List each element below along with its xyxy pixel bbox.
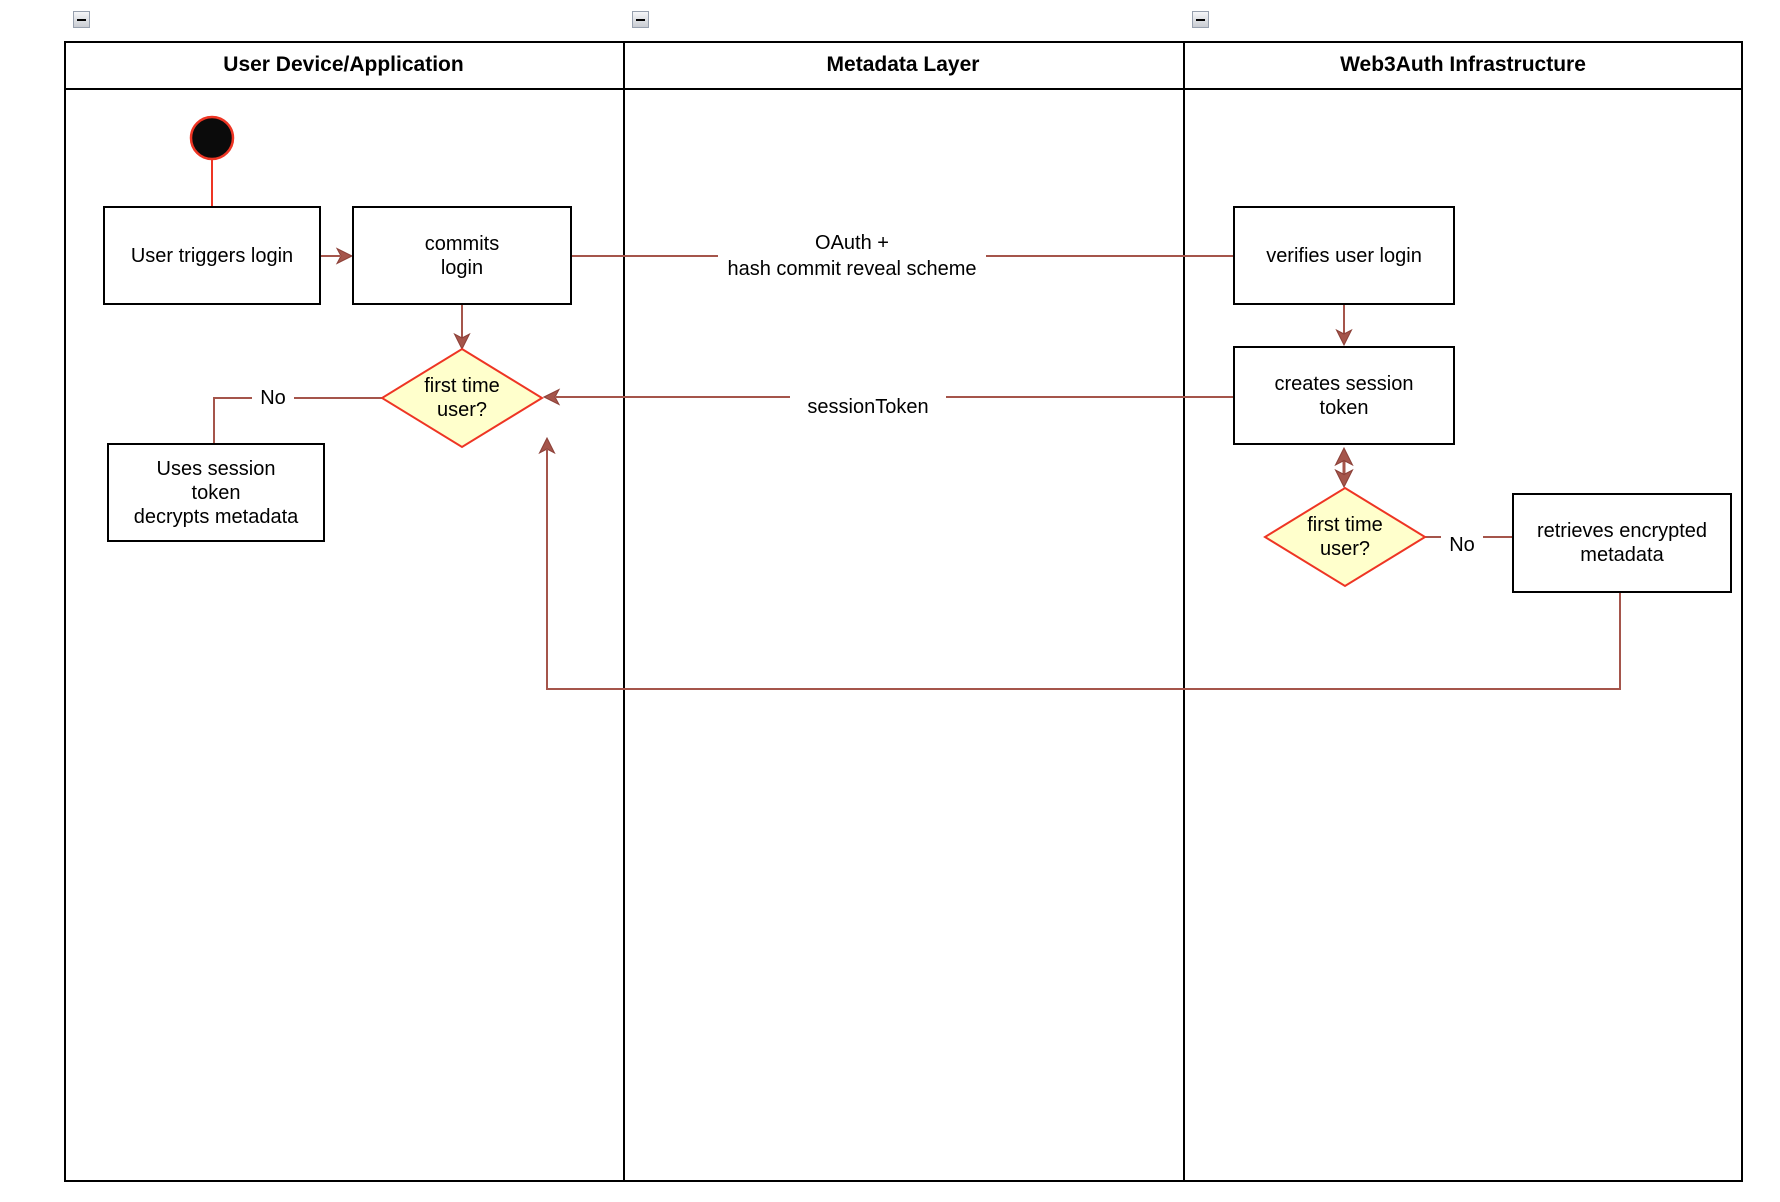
arrowhead-down-icon (1335, 328, 1353, 347)
node-commits-login[interactable]: commits login (352, 206, 572, 305)
lane-divider-1 (623, 41, 625, 1182)
minus-icon (1196, 18, 1205, 21)
lane-title-metadata-layer: Metadata Layer (826, 52, 980, 76)
arrowhead-right-icon (335, 247, 354, 265)
decision-label-first-time-user-right: first time user? (1307, 514, 1383, 560)
edge-retrieves-to-left-decision (546, 450, 1621, 690)
lane-header-user-device: User Device/Application (64, 41, 623, 88)
start-node[interactable] (189, 115, 235, 161)
node-user-triggers-login[interactable]: User triggers login (103, 206, 321, 305)
collapse-lane-button-user-device[interactable] (73, 11, 90, 28)
lane-title-web3auth: Web3Auth Infrastructure (1340, 52, 1586, 76)
arrowhead-up-icon (1334, 446, 1354, 467)
edge-no-to-uses-session-token (213, 397, 382, 443)
decision-first-time-user-right[interactable] (1263, 486, 1427, 588)
decision-first-time-user-left[interactable] (380, 347, 544, 449)
edge-label-sessiontoken: sessionToken (790, 384, 946, 420)
arrowhead-left-icon (542, 388, 561, 406)
collapse-lane-button-web3auth[interactable] (1192, 11, 1209, 28)
decision-label-first-time-user-left: first time user? (424, 375, 500, 421)
arrowhead-down-icon (1334, 468, 1354, 489)
lane-header-web3auth: Web3Auth Infrastructure (1183, 41, 1743, 88)
lane-header-rule (64, 88, 1743, 90)
minus-icon (77, 18, 86, 21)
minus-icon (636, 18, 645, 21)
node-creates-session-token[interactable]: creates session token (1233, 346, 1455, 445)
arrowhead-up-icon (538, 436, 556, 455)
edge-label-oauth: OAuth + hash commit reveal scheme (718, 230, 986, 282)
edge-label-no-right: No (1441, 531, 1483, 559)
lane-divider-2 (1183, 41, 1185, 1182)
arrowhead-down-icon (453, 332, 471, 351)
lane-header-metadata-layer: Metadata Layer (623, 41, 1183, 88)
collapse-lane-button-metadata-layer[interactable] (632, 11, 649, 28)
edge-label-no-left: No (252, 384, 294, 412)
node-verifies-user-login[interactable]: verifies user login (1233, 206, 1455, 305)
node-uses-session-token[interactable]: Uses session token decrypts metadata (107, 443, 325, 542)
lane-title-user-device: User Device/Application (223, 52, 464, 76)
node-retrieves-encrypted-metadata[interactable]: retrieves encrypted metadata (1512, 493, 1732, 593)
